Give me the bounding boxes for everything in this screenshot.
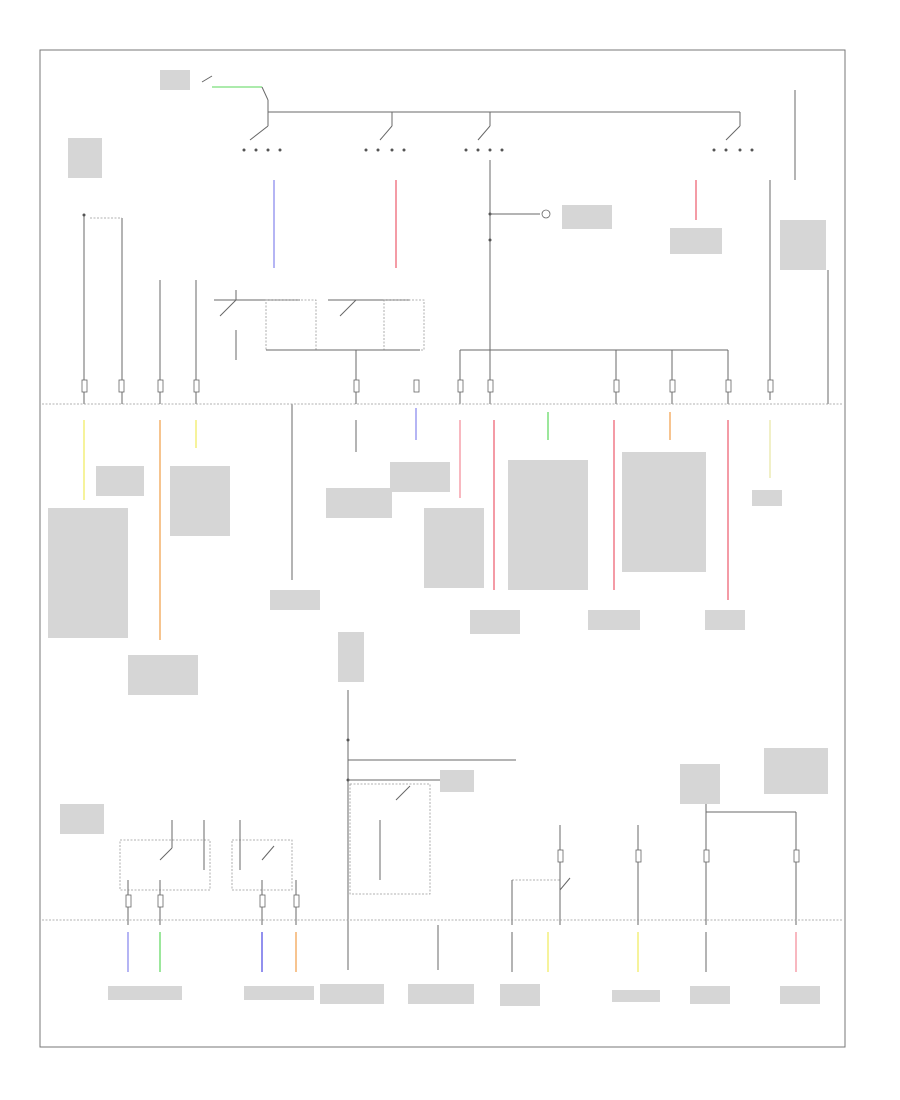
illegible-label-blocks bbox=[48, 70, 828, 1006]
fuse-row-bottom bbox=[125, 849, 800, 908]
right-trunk bbox=[769, 90, 829, 404]
fuse-row-top bbox=[81, 379, 774, 393]
bottom-supply-trunk bbox=[346, 690, 516, 970]
main-trunk bbox=[488, 160, 551, 350]
fuse-branches bbox=[459, 350, 729, 404]
ignition-switch-contacts bbox=[242, 112, 754, 152]
bottom-left-switches bbox=[119, 820, 297, 925]
top-supply-feed bbox=[201, 75, 740, 113]
relay-block-left bbox=[214, 290, 425, 580]
diagram-frame bbox=[39, 49, 846, 1048]
bottom-right-branches bbox=[511, 800, 797, 925]
left-top-branch bbox=[82, 213, 197, 404]
